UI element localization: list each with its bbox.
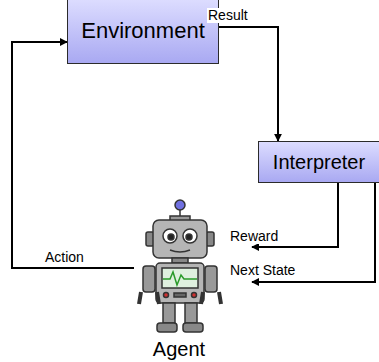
- node-label: Agent: [153, 338, 205, 360]
- node-label: Interpreter: [273, 151, 365, 173]
- robot-foot: [183, 323, 203, 332]
- robot-arm: [205, 266, 217, 292]
- heartbeat: [163, 272, 197, 285]
- eye: [183, 229, 197, 243]
- environment-box: Environment: [67, 0, 219, 64]
- robot-foot: [157, 323, 177, 332]
- pupil: [168, 234, 174, 240]
- pupil: [186, 234, 192, 240]
- antenna-ball: [175, 200, 185, 210]
- button: [164, 293, 169, 298]
- mouth: [170, 250, 190, 252]
- screen: [162, 268, 198, 288]
- edge-label: Action: [44, 250, 85, 265]
- edge-label: Reward: [229, 229, 279, 244]
- node-label: Environment: [81, 19, 205, 43]
- interpreter-box: Interpreter: [258, 141, 379, 183]
- robot-head: [153, 220, 207, 258]
- robot-leg: [185, 303, 197, 323]
- robot-arm: [143, 266, 155, 292]
- slot: [174, 293, 186, 297]
- robot-leg: [163, 303, 175, 323]
- button: [192, 293, 197, 298]
- edge-label: Next State: [229, 263, 296, 278]
- robot-body: [156, 263, 204, 303]
- eye: [163, 229, 177, 243]
- edge-label: Result: [207, 8, 249, 23]
- agent-node: Agent: [120, 192, 238, 360]
- flow-arrow: [12, 42, 134, 268]
- robot-hand: [139, 292, 159, 304]
- flow-arrow: [219, 27, 278, 141]
- robot-hand: [201, 292, 221, 304]
